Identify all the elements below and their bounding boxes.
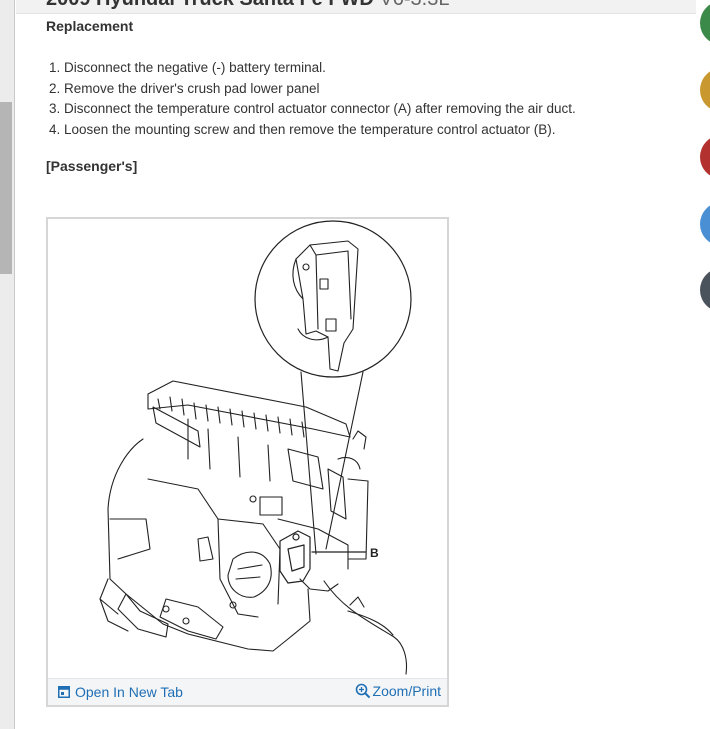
side-action-button-green[interactable] — [700, 1, 710, 45]
detail-circle — [254, 220, 412, 378]
callout-label-b: B — [370, 546, 379, 560]
heater-housing — [99, 380, 408, 675]
side-action-button-slate[interactable] — [700, 268, 710, 312]
procedure-steps: 1. Disconnect the negative (-) battery t… — [49, 58, 576, 140]
actuator-b-installed — [279, 530, 311, 584]
detail-leader-lines — [300, 371, 364, 555]
section-heading: Replacement — [46, 18, 134, 34]
hvac-actuator-diagram: B — [99, 220, 412, 675]
scrollbar-thumb[interactable] — [0, 102, 12, 274]
procedure-step: 2. Remove the driver's crush pad lower p… — [49, 80, 320, 96]
side-action-button-blue[interactable] — [700, 202, 710, 246]
zoom-print-label: Zoom/Print — [372, 683, 441, 699]
procedure-step: 4. Loosen the mounting screw and then re… — [49, 121, 556, 137]
document-title-engine: V6-3.3L — [379, 0, 449, 10]
side-action-button-gold[interactable] — [700, 68, 710, 112]
actuator-detail — [292, 240, 359, 372]
open-in-new-tab-link[interactable]: Open In New Tab — [58, 684, 183, 700]
document-title: 2009 Hyundai Truck Santa Fe FWD V6-3.3L — [46, 0, 450, 11]
figure-container: B Open In New Tab Zoom/Print — [46, 217, 449, 707]
document-title-vehicle: 2009 Hyundai Truck Santa Fe FWD — [46, 0, 374, 10]
zoom-print-link[interactable]: Zoom/Print — [355, 683, 441, 699]
figure-footer: Open In New Tab Zoom/Print — [48, 678, 447, 705]
passenger-subheading: [Passenger's] — [46, 158, 138, 174]
procedure-step: 1. Disconnect the negative (-) battery t… — [49, 60, 326, 75]
new-tab-icon — [58, 686, 70, 698]
side-action-button-red[interactable] — [700, 135, 710, 179]
zoom-icon — [355, 683, 370, 699]
document-header: 2009 Hyundai Truck Santa Fe FWD V6-3.3L — [16, 0, 696, 14]
open-in-new-tab-label: Open In New Tab — [75, 684, 183, 700]
procedure-step: 3. Disconnect the temperature control ac… — [49, 101, 576, 116]
